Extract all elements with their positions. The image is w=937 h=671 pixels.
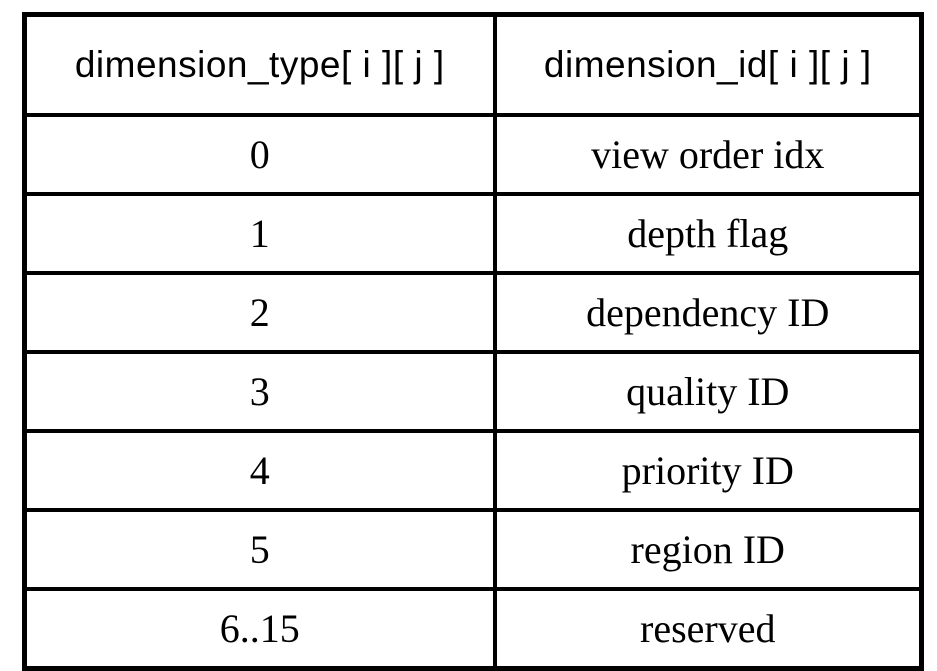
cell-type: 1 <box>22 192 497 275</box>
table-row: 2 dependency ID <box>22 271 924 354</box>
cell-id: region ID <box>492 508 924 591</box>
table-row: 0 view order idx <box>22 113 924 196</box>
cell-id: priority ID <box>492 429 924 512</box>
cell-id: view order idx <box>492 113 924 196</box>
cell-type: 6..15 <box>22 587 497 671</box>
cell-id: dependency ID <box>492 271 924 354</box>
table-body: 0 view order idx 1 depth flag 2 dependen… <box>22 113 924 671</box>
header-dimension-id: dimension_id[ i ][ j ] <box>492 12 924 117</box>
cell-id: depth flag <box>492 192 924 275</box>
dimension-table: dimension_type[ i ][ j ] dimension_id[ i… <box>22 12 924 671</box>
cell-type: 4 <box>22 429 497 512</box>
header-row: dimension_type[ i ][ j ] dimension_id[ i… <box>22 12 924 117</box>
cell-type: 0 <box>22 113 497 196</box>
cell-type: 3 <box>22 350 497 433</box>
cell-id: reserved <box>492 587 924 671</box>
table-row: 3 quality ID <box>22 350 924 433</box>
table-row: 4 priority ID <box>22 429 924 512</box>
table-row: 1 depth flag <box>22 192 924 275</box>
cell-type: 2 <box>22 271 497 354</box>
table-row: 6..15 reserved <box>22 587 924 671</box>
cell-id: quality ID <box>492 350 924 433</box>
header-dimension-type: dimension_type[ i ][ j ] <box>22 12 497 117</box>
cell-type: 5 <box>22 508 497 591</box>
table-row: 5 region ID <box>22 508 924 591</box>
dimension-table-container: dimension_type[ i ][ j ] dimension_id[ i… <box>22 12 924 671</box>
